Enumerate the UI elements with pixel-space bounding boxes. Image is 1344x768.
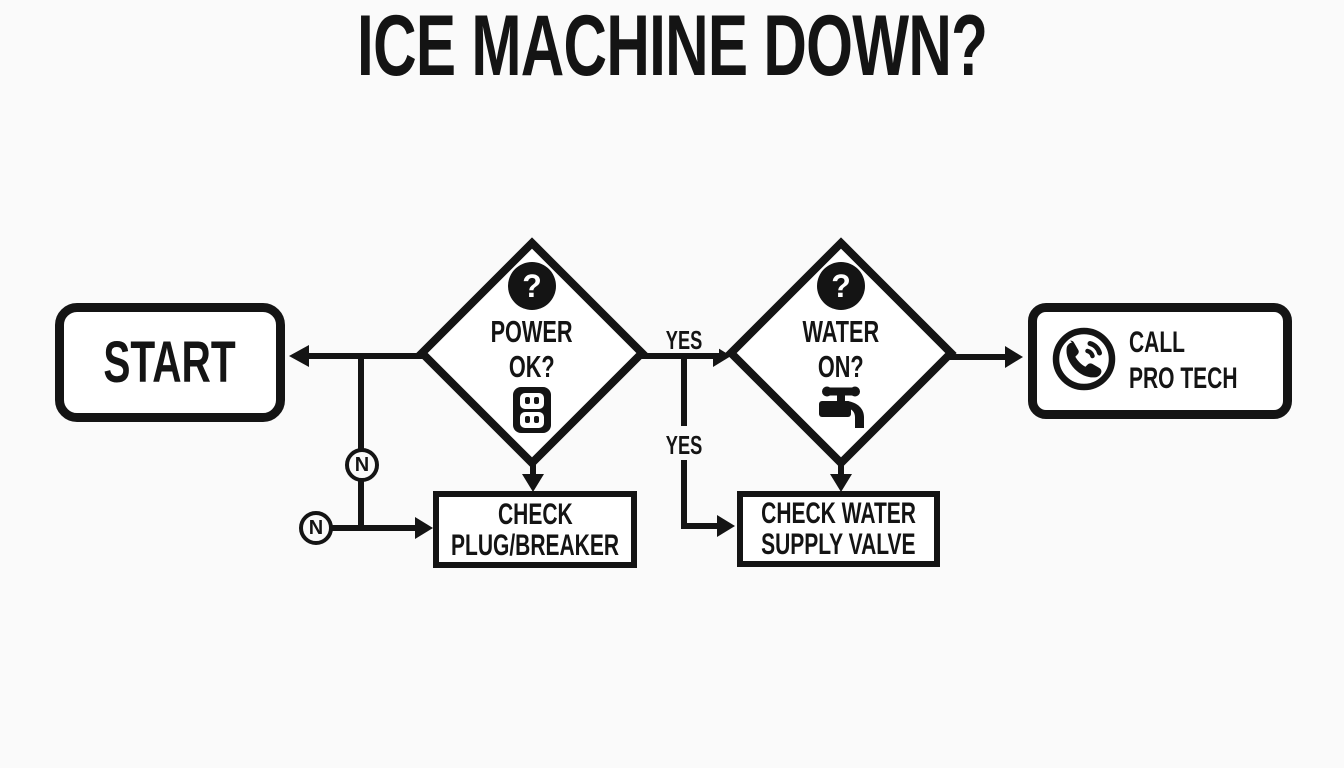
question-glyph: ? bbox=[522, 267, 542, 304]
edge-label-yes-power-to-water: YES bbox=[649, 327, 719, 353]
decision-water-shape bbox=[725, 237, 957, 469]
outlet-slot bbox=[525, 397, 530, 404]
node-power-ok: ? POWER OK? bbox=[432, 262, 632, 433]
node-check-water-supply-valve: CHECK WATER SUPPLY VALVE bbox=[737, 491, 940, 567]
arrowhead-to-check-water bbox=[717, 515, 735, 537]
outlet-receptacle bbox=[520, 411, 544, 428]
edge-yes-drop-elbow bbox=[681, 460, 719, 529]
question-glyph: ? bbox=[831, 267, 851, 304]
node-start: START bbox=[55, 303, 285, 422]
arrowhead-to-check-plug bbox=[415, 517, 433, 539]
power-ok-line1: POWER bbox=[491, 314, 573, 349]
arrowhead-to-call bbox=[1005, 346, 1023, 368]
question-circle-icon: ? bbox=[508, 262, 556, 310]
question-circle-icon: ? bbox=[817, 262, 865, 310]
edge-label-no-lower: N bbox=[299, 511, 333, 545]
node-water-on: ? WATER ON? bbox=[741, 262, 941, 437]
water-on-line2: ON? bbox=[818, 349, 864, 384]
phone-icon bbox=[1051, 326, 1117, 397]
page-title: ICE MACHINE DOWN? bbox=[0, 0, 1344, 92]
power-outlet-icon bbox=[513, 387, 551, 433]
call-pro-tech-label: CALL PRO TECH bbox=[1129, 326, 1238, 395]
arrowhead-water-down bbox=[830, 474, 852, 492]
node-check-plug-breaker: CHECK PLUG/BREAKER bbox=[433, 491, 637, 568]
page-title-text: ICE MACHINE DOWN? bbox=[356, 0, 988, 94]
outlet-slot bbox=[534, 397, 539, 404]
node-call-pro-tech: CALL PRO TECH bbox=[1028, 303, 1292, 419]
decision-power-shape bbox=[416, 237, 648, 469]
outlet-slot bbox=[534, 416, 539, 423]
arrowhead-power-down bbox=[522, 474, 544, 492]
edge-label-no-upper: N bbox=[345, 448, 379, 482]
power-ok-line2: OK? bbox=[509, 349, 555, 384]
start-label: START bbox=[103, 330, 237, 395]
water-on-line1: WATER bbox=[802, 314, 880, 349]
edge-label-yes-branch: YES bbox=[649, 432, 719, 458]
outlet-slot bbox=[525, 416, 530, 423]
faucet-icon bbox=[813, 386, 869, 437]
arrowhead-to-start bbox=[289, 345, 309, 367]
outlet-receptacle bbox=[520, 392, 544, 409]
